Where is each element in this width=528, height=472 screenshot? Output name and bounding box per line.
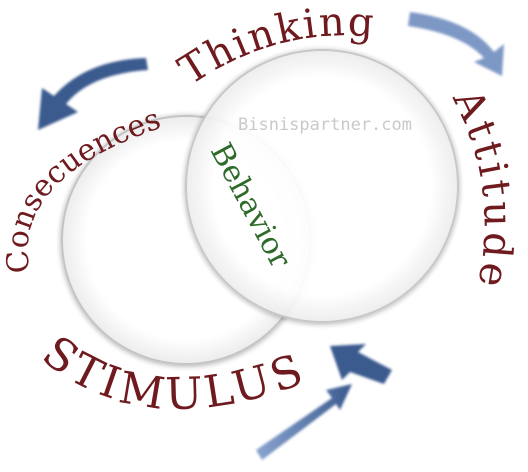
right-circle bbox=[185, 49, 459, 323]
watermark: Bisnispartner.com bbox=[238, 115, 412, 135]
curved-arrow-icon bbox=[330, 344, 392, 384]
straight-arrow-icon bbox=[256, 384, 352, 460]
curved-arrow-icon bbox=[408, 12, 504, 76]
curved-arrow-icon bbox=[38, 58, 148, 130]
